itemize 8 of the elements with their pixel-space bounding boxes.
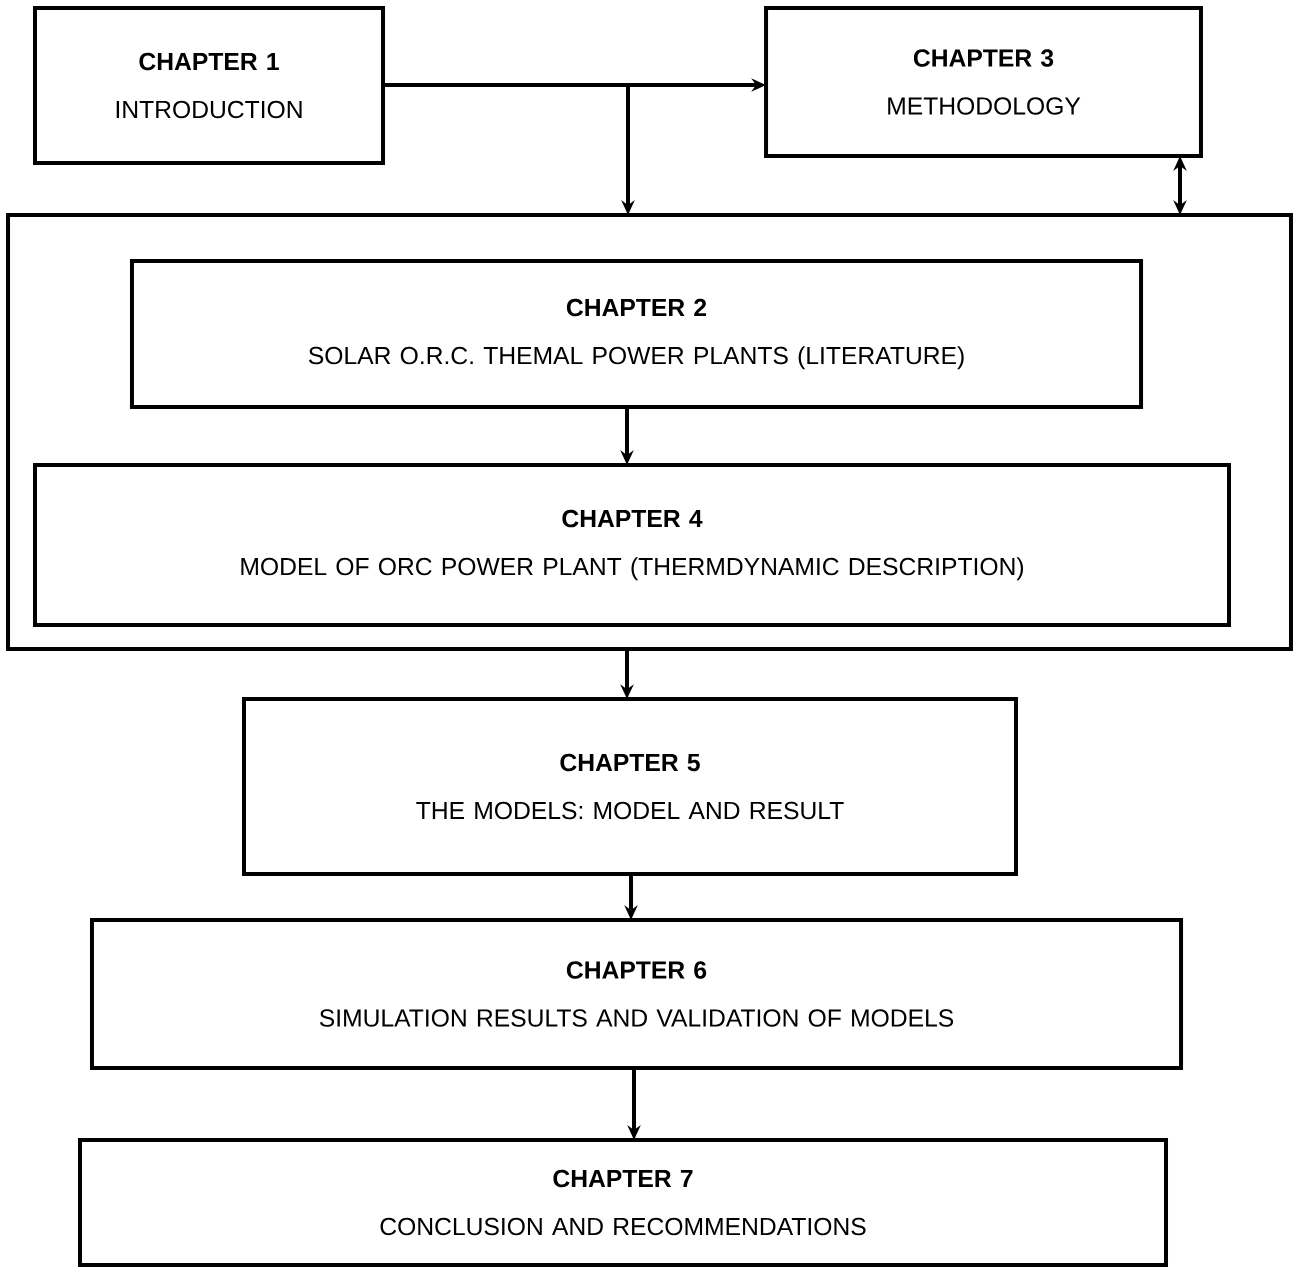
chapter-box: CHAPTER 7 CONCLUSION AND RECOMMENDATIONS [78,1138,1168,1268]
chapter-box: CHAPTER 2 SOLAR O.R.C. THEMAL POWER PLANTS (LITERATURE) [129,259,1144,409]
chapter-box: CHAPTER 1 INTRODUCTION [33,6,385,165]
chapter-box: CHAPTER 6 SIMULATION RESULTS AND VALIDATION OF MODELS [89,918,1184,1070]
chapter-box: CHAPTER 4 MODEL OF ORC POWER PLANT (THERMDYNAMIC DESCRIPTION) [33,463,1231,627]
chapter-box: CHAPTER 5 THE MODELS: MODEL AND RESULT [242,697,1018,876]
chapter-box: CHAPTER 3 METHODOLOGY [764,6,1203,158]
group-frame [6,213,1293,651]
